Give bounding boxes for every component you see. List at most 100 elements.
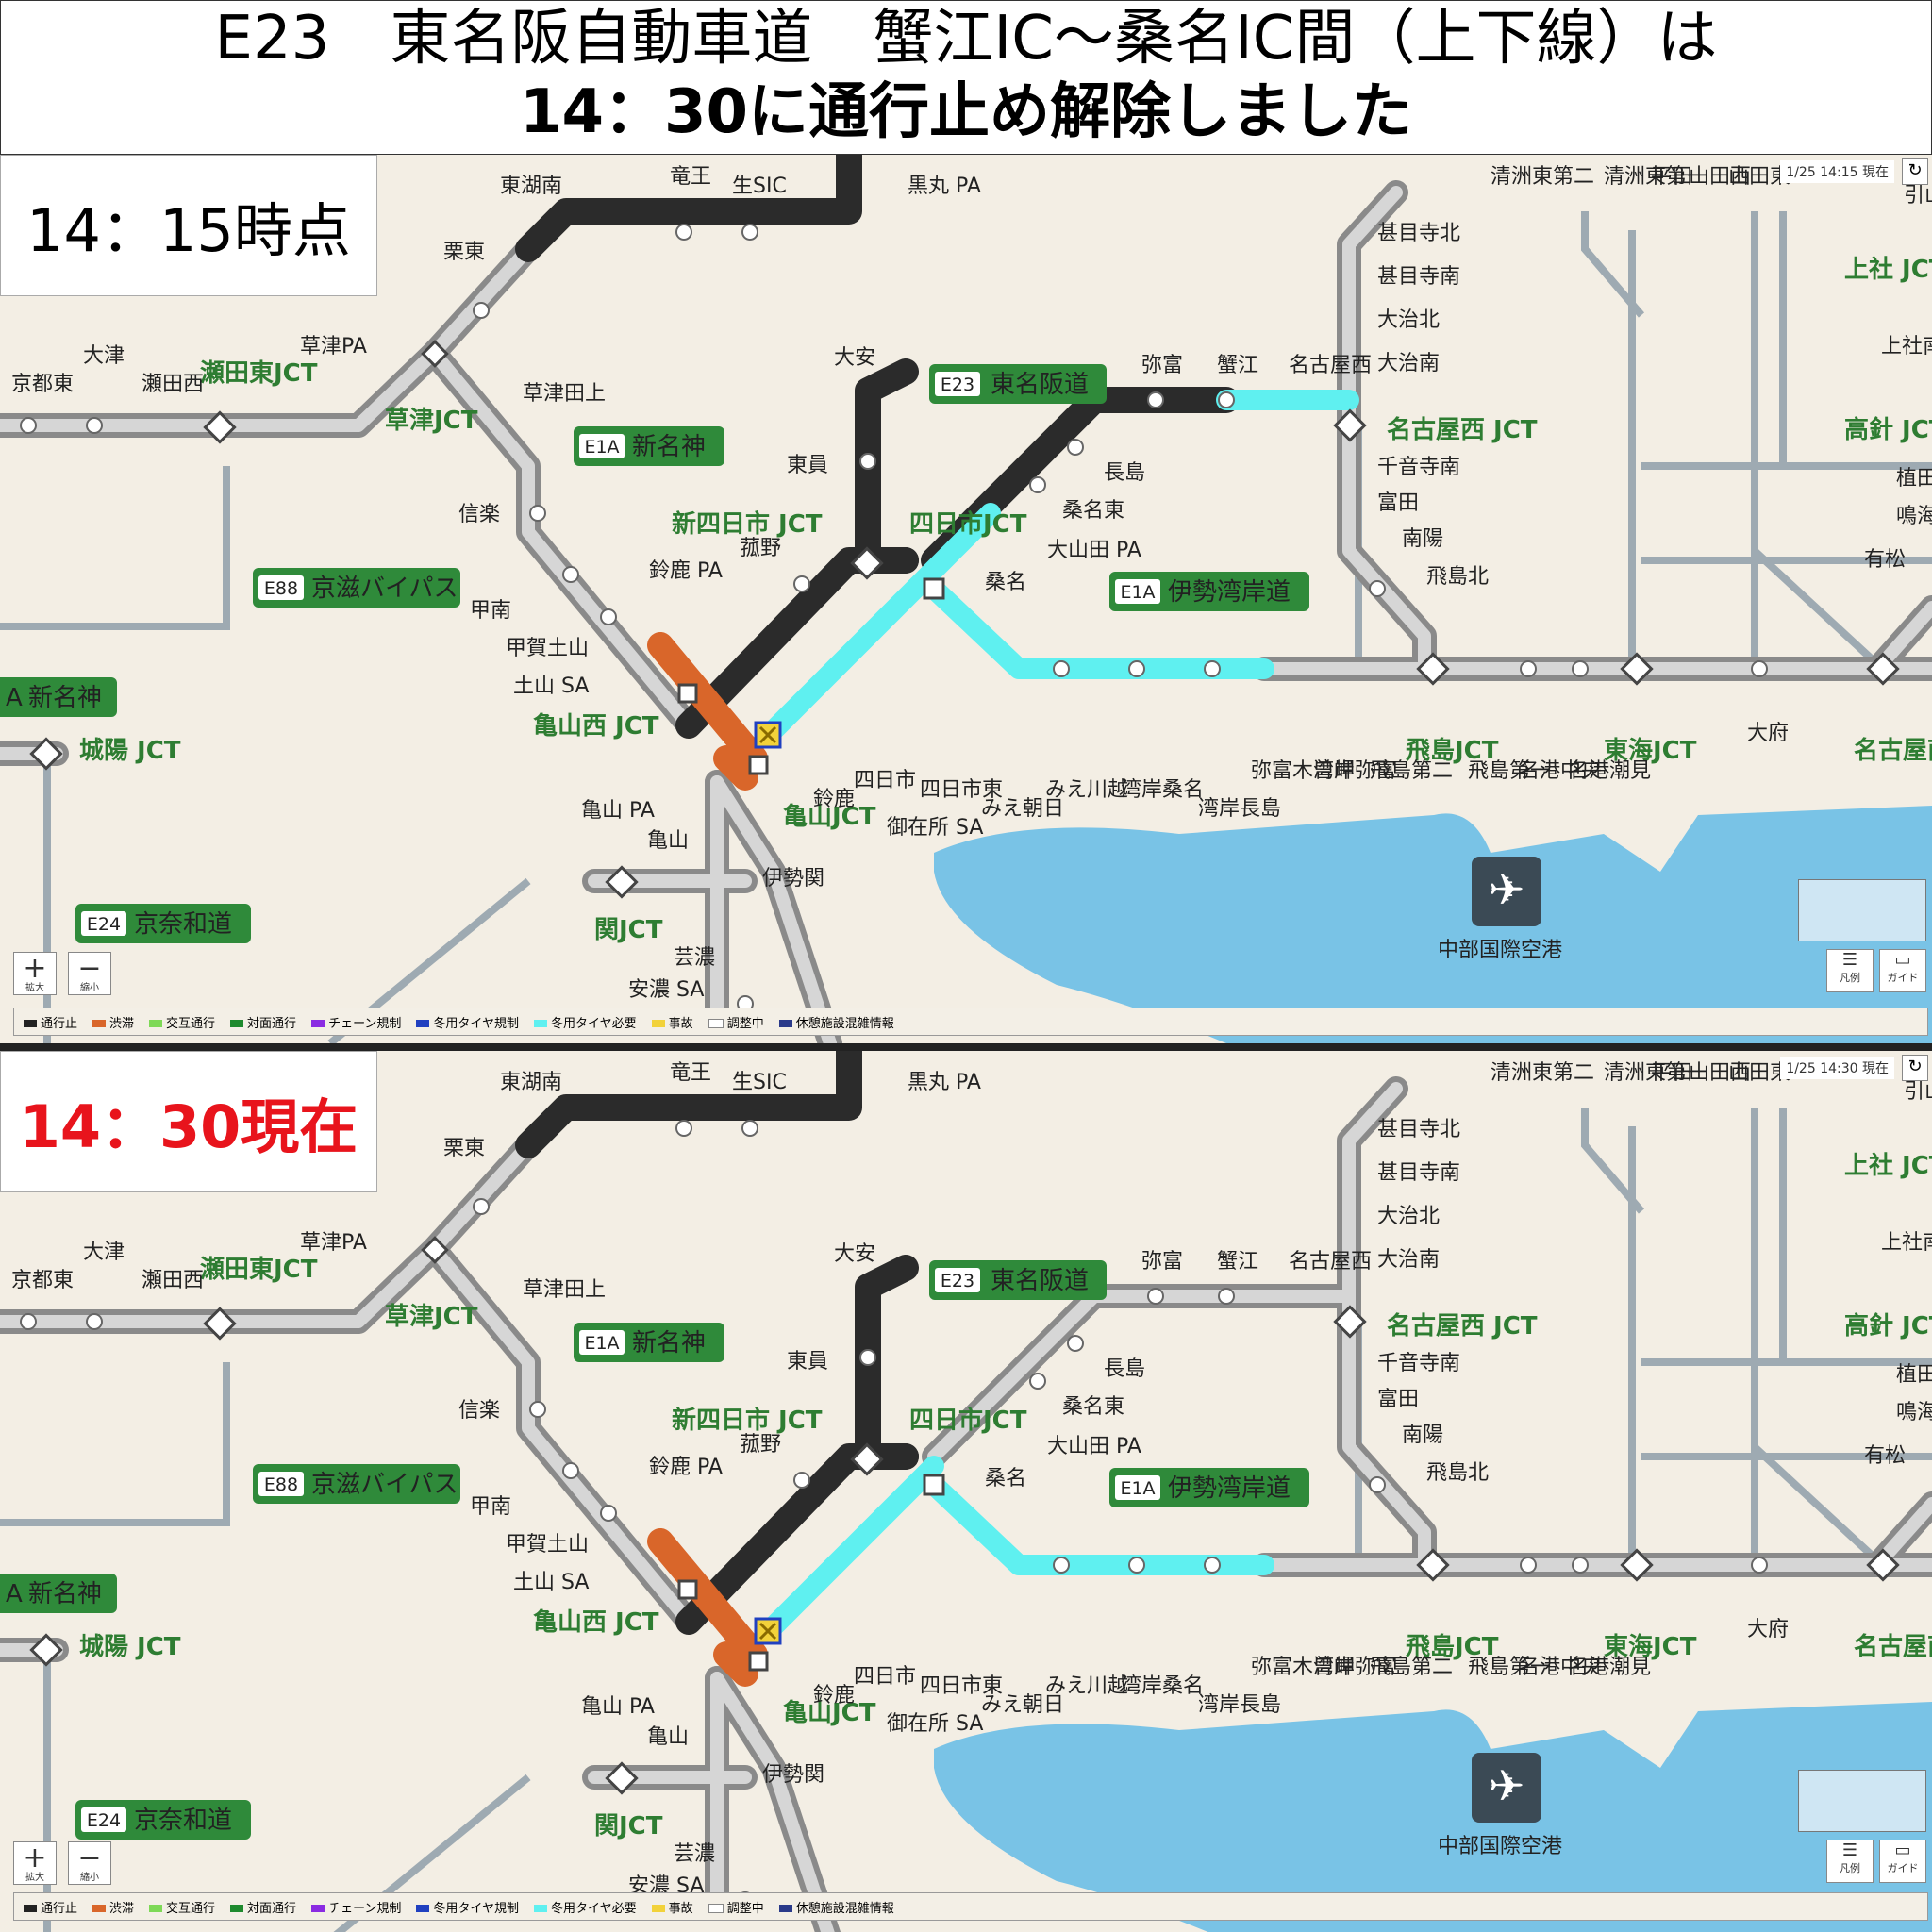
svg-text:E1A: E1A <box>584 1333 619 1354</box>
svg-text:✈: ✈ <box>1489 1760 1525 1811</box>
svg-text:鈴鹿 PA: 鈴鹿 PA <box>649 559 723 583</box>
overview-minimap[interactable] <box>1798 879 1926 941</box>
zoom-in-button[interactable]: +拡大 <box>13 1841 57 1885</box>
legend-item: 対面通行 <box>230 1898 296 1916</box>
route-shield-e23: E23 東名阪道 <box>929 364 1107 404</box>
bay-water <box>934 1702 1932 1932</box>
headline-line2: 14：30に通行止め解除しました <box>519 77 1413 147</box>
svg-text:安濃 SA: 安濃 SA <box>628 978 704 1002</box>
airport-icon <box>1472 1753 1541 1823</box>
svg-text:東員: 東員 <box>787 454 828 477</box>
svg-text:山田東: 山田東 <box>1728 1061 1790 1085</box>
zoom-out-button[interactable]: −縮小 <box>68 952 111 995</box>
guide-button[interactable]: ▭ガイド <box>1879 949 1926 992</box>
overview-minimap[interactable] <box>1798 1770 1926 1832</box>
svg-text:南陽: 南陽 <box>1402 1424 1443 1447</box>
svg-text:黒丸 PA: 黒丸 PA <box>908 175 981 198</box>
svg-text:東員: 東員 <box>787 1350 828 1374</box>
refresh-icon[interactable]: ↻ <box>1902 1055 1928 1081</box>
svg-text:京都東: 京都東 <box>11 373 74 396</box>
svg-text:生SIC: 生SIC <box>732 175 787 198</box>
legend-item: 交互通行 <box>149 1013 215 1031</box>
svg-text:引山: 引山 <box>1904 1080 1932 1104</box>
svg-text:富田: 富田 <box>1377 1388 1419 1411</box>
svg-text:湾岸弥富: 湾岸弥富 <box>1313 1656 1396 1679</box>
guide-button[interactable]: ▭ガイド <box>1879 1840 1926 1883</box>
svg-text:飛島第一: 飛島第一 <box>1468 1656 1551 1679</box>
route-shield-e24: E24 京奈和道 <box>75 904 251 943</box>
svg-text:亀山JCT: 亀山JCT <box>783 1698 876 1727</box>
map-panel-1430[interactable]: ✈ E23 東名阪道 E1A 新名神 E88 京滋バイパス E1A 伊勢湾岸道 <box>0 1051 1932 1932</box>
svg-text:甲賀土山: 甲賀土山 <box>506 1533 589 1557</box>
svg-text:みえ川越: みえ川越 <box>1045 1674 1128 1698</box>
time-label-1415: 14：15時点 <box>0 155 377 296</box>
svg-text:四日市: 四日市 <box>854 769 916 792</box>
svg-text:中部国際空港: 中部国際空港 <box>1438 1835 1562 1858</box>
svg-text:伊勢湾岸道: 伊勢湾岸道 <box>1168 1474 1291 1503</box>
svg-text:桑名: 桑名 <box>985 571 1026 594</box>
svg-text:大津: 大津 <box>83 1241 125 1264</box>
svg-text:名港潮見: 名港潮見 <box>1568 1656 1651 1679</box>
svg-text:高針 JCT: 高針 JCT <box>1844 1311 1932 1341</box>
refresh-icon[interactable]: ↻ <box>1902 158 1928 185</box>
svg-text:東海JCT: 東海JCT <box>1604 737 1697 765</box>
svg-text:植田: 植田 <box>1896 1363 1932 1387</box>
map-panel-1415[interactable]: ✈ E23 東名阪道 E1A 新名神 E88 京滋バイパス E1A 伊勢湾岸道 <box>0 155 1932 1043</box>
svg-text:草津JCT: 草津JCT <box>385 407 478 435</box>
map-legend: 通行止 渋滞 交互通行 対面通行 チェーン規制 冬用タイヤ規制 冬用タイヤ必要 … <box>13 1892 1928 1921</box>
svg-text:大府: 大府 <box>1747 1618 1789 1641</box>
svg-text:甲南: 甲南 <box>470 599 511 623</box>
svg-text:亀山西 JCT: 亀山西 JCT <box>533 1607 659 1637</box>
zoom-in-button[interactable]: +拡大 <box>13 952 57 995</box>
svg-text:A: A <box>6 1580 23 1608</box>
legend-item: 事故 <box>651 1013 693 1031</box>
svg-text:京滋バイパス: 京滋バイパス <box>311 1471 458 1499</box>
svg-text:弥富木曽岬: 弥富木曽岬 <box>1251 759 1355 783</box>
svg-text:亀山西 JCT: 亀山西 JCT <box>533 711 659 741</box>
svg-text:伊勢関: 伊勢関 <box>762 1763 824 1787</box>
traffic-map[interactable]: ✈ E23 東名阪道 E1A 新名神 E88 京滋バイパス E1A 伊勢湾岸道 <box>0 1051 1932 1932</box>
svg-text:関JCT: 関JCT <box>594 916 663 944</box>
headline-banner: E23 東名阪自動車道 蟹江IC〜桑名IC間（上下線）は 14：30に通行止め解… <box>0 0 1932 155</box>
svg-text:平田: 平田 <box>1651 165 1692 189</box>
legend-button[interactable]: ☰凡例 <box>1826 1840 1874 1883</box>
traffic-map[interactable]: ✈ E23 東名阪道 E1A 新名神 E88 京滋バイパス E1A 伊勢湾岸道 <box>0 155 1932 1043</box>
svg-text:甚目寺北: 甚目寺北 <box>1377 1118 1460 1141</box>
svg-text:蟹江: 蟹江 <box>1217 1250 1258 1274</box>
svg-text:E1A: E1A <box>1120 582 1155 603</box>
route-shield-shinmeishin-left: A 新名神 <box>0 677 117 717</box>
svg-text:名港潮見: 名港潮見 <box>1568 759 1651 783</box>
svg-text:甲賀土山: 甲賀土山 <box>506 637 589 660</box>
svg-text:大山田 PA: 大山田 PA <box>1047 1435 1141 1458</box>
svg-text:名古屋西 JCT: 名古屋西 JCT <box>1387 1311 1538 1341</box>
svg-text:城陽 JCT: 城陽 JCT <box>79 737 181 765</box>
legend-button[interactable]: ☰凡例 <box>1826 949 1874 992</box>
svg-text:大安: 大安 <box>834 346 875 370</box>
svg-text:E24: E24 <box>87 1810 121 1831</box>
svg-text:名古屋南JCT: 名古屋南JCT <box>1854 1632 1932 1661</box>
svg-text:鳴海: 鳴海 <box>1896 1401 1932 1424</box>
svg-text:長島: 長島 <box>1104 1357 1145 1381</box>
svg-text:鈴鹿: 鈴鹿 <box>813 1684 855 1707</box>
svg-text:平田: 平田 <box>1651 1061 1692 1085</box>
svg-text:上社南: 上社南 <box>1881 335 1932 358</box>
svg-text:桑名東: 桑名東 <box>1062 499 1124 523</box>
svg-text:東名阪道: 東名阪道 <box>991 371 1089 399</box>
svg-text:関JCT: 関JCT <box>594 1812 663 1840</box>
svg-text:山田西: 山田西 <box>1689 165 1751 189</box>
svg-text:E24: E24 <box>87 914 121 935</box>
svg-text:甚目寺南: 甚目寺南 <box>1377 265 1460 289</box>
svg-text:新名神: 新名神 <box>632 1329 706 1357</box>
svg-text:御在所 SA: 御在所 SA <box>887 816 983 840</box>
svg-text:名港中央: 名港中央 <box>1519 759 1602 783</box>
svg-text:東海JCT: 東海JCT <box>1604 1633 1697 1661</box>
svg-text:湾岸長島: 湾岸長島 <box>1198 1693 1281 1717</box>
svg-text:菰野: 菰野 <box>740 537 781 560</box>
svg-text:大安: 大安 <box>834 1242 875 1266</box>
zoom-out-button[interactable]: −縮小 <box>68 1841 111 1885</box>
svg-text:四日市JCT: 四日市JCT <box>909 509 1027 539</box>
svg-text:E23: E23 <box>941 1271 974 1291</box>
svg-text:新名神: 新名神 <box>632 433 706 461</box>
svg-text:南陽: 南陽 <box>1402 527 1443 551</box>
svg-text:E88: E88 <box>264 578 298 599</box>
